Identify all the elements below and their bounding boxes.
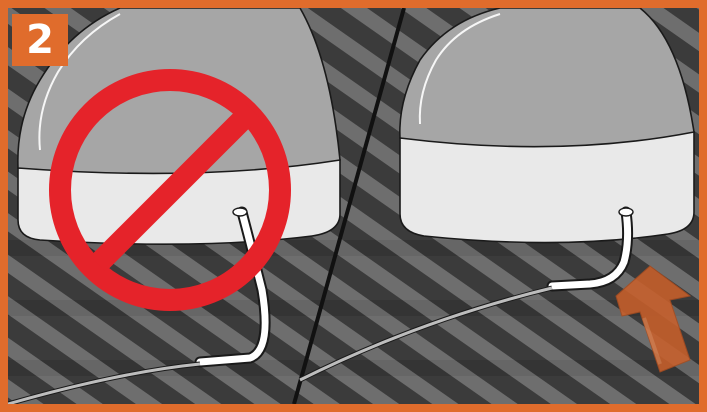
step-number: 2 <box>26 20 54 60</box>
foot-base-right <box>400 132 694 243</box>
step-number-badge: 2 <box>12 14 68 66</box>
